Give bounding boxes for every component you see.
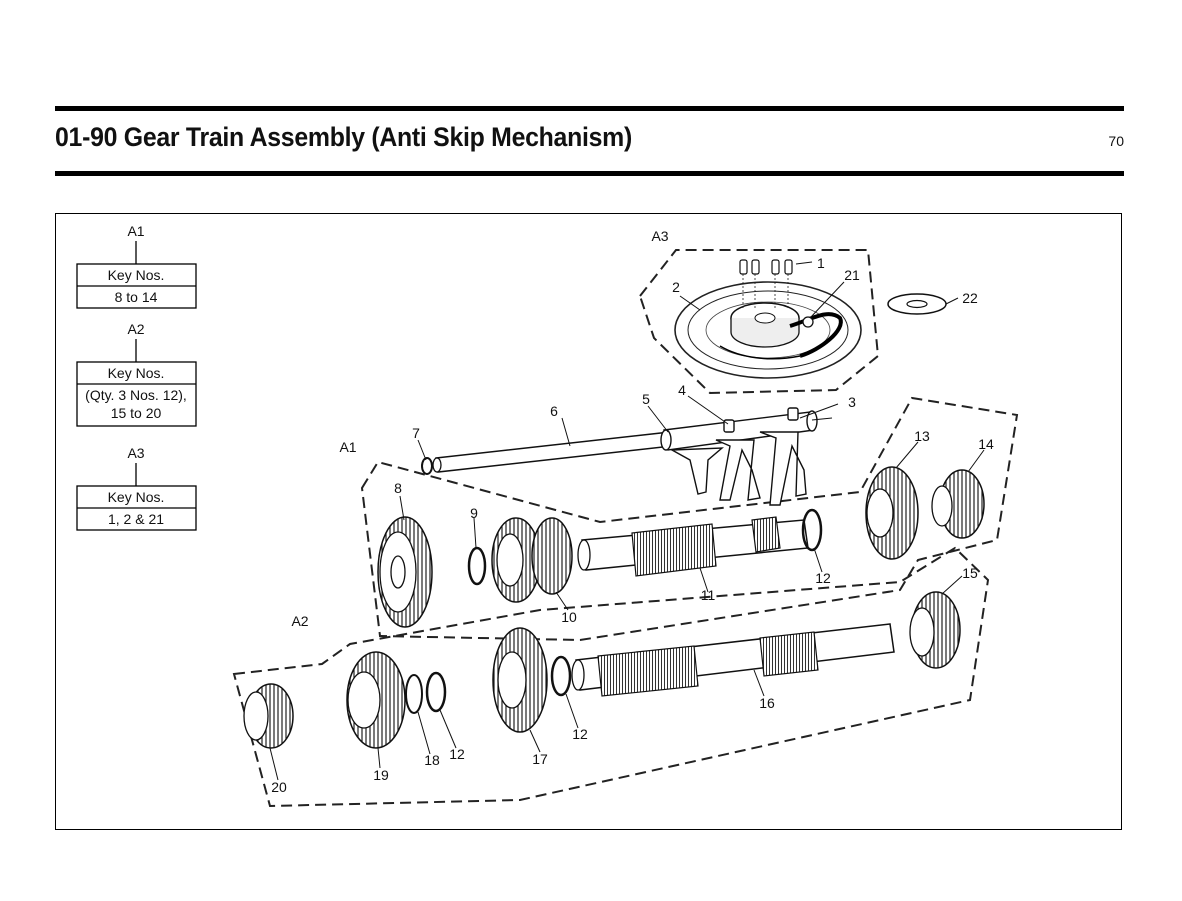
- circlip-7: [421, 457, 433, 475]
- circlip-12-upper: [801, 508, 823, 552]
- callout-5: 5: [642, 391, 650, 407]
- thrust-washer-22: [887, 293, 947, 315]
- callout-9: 9: [470, 505, 478, 521]
- input-shaft-11: [577, 516, 809, 577]
- legend-group-label: A2: [127, 321, 144, 337]
- header-bottom-rule: [55, 171, 1124, 176]
- callout-1: 1: [817, 255, 825, 271]
- callout-18: 18: [424, 752, 440, 768]
- legend-group-label: A1: [127, 223, 144, 239]
- gear-20: [243, 683, 294, 749]
- legend-line: (Qty. 3 Nos. 12),: [85, 387, 187, 403]
- header-top-rule: [55, 106, 1124, 111]
- callout-labels: 1 2 3 4 5 6 7 8 9 10 11 12 13 14 15 16 1…: [271, 255, 994, 795]
- gear-17: [492, 627, 548, 733]
- callout-2: 2: [672, 279, 680, 295]
- thrust-washer-9: [467, 546, 487, 586]
- pin-guide-lines: [742, 274, 789, 310]
- diagram-frame: [55, 213, 1122, 830]
- legend-a3: A3 Key Nos. 1, 2 & 21: [76, 445, 197, 531]
- gear-15: [909, 591, 961, 669]
- callout-19: 19: [373, 767, 389, 783]
- group-label-a2: A2: [291, 613, 308, 629]
- legend-heading: Key Nos.: [108, 489, 165, 505]
- leader-lines: [269, 261, 985, 781]
- legend-line: 15 to 20: [111, 405, 162, 421]
- output-shaft-16: [571, 623, 895, 697]
- legend-a2: A2 Key Nos. (Qty. 3 Nos. 12), 15 to 20: [76, 321, 197, 427]
- gear-10: [491, 517, 573, 603]
- gear-13: [865, 466, 919, 560]
- callout-16: 16: [759, 695, 775, 711]
- gear-14: [931, 469, 985, 539]
- callout-4: 4: [678, 382, 686, 398]
- callout-3: 3: [848, 394, 856, 410]
- callout-12-middle: 12: [572, 726, 588, 742]
- anti-skip-plate: [674, 281, 862, 379]
- callout-8: 8: [394, 480, 402, 496]
- legend-a1: A1 Key Nos. 8 to 14: [76, 223, 197, 309]
- page-number: 70: [1108, 133, 1124, 149]
- pins-set: [739, 259, 793, 275]
- callout-13: 13: [914, 428, 930, 444]
- callout-14: 14: [978, 436, 994, 452]
- selector-rod-6: [432, 431, 673, 473]
- circlip-12-middle: [550, 655, 572, 697]
- callout-7: 7: [412, 425, 420, 441]
- circlip-12-lower: [425, 671, 447, 713]
- legend-line: 8 to 14: [115, 289, 158, 305]
- legend-group-label: A3: [127, 445, 144, 461]
- group-label-a3: A3: [651, 228, 668, 244]
- group-a2-outline: [232, 546, 990, 808]
- shift-drum-assembly: [660, 407, 833, 506]
- callout-20: 20: [271, 779, 287, 795]
- legend-line: 1, 2 & 21: [108, 511, 164, 527]
- group-outlines: [232, 249, 1019, 808]
- legend-heading: Key Nos.: [108, 267, 165, 283]
- callout-21: 21: [844, 267, 860, 283]
- group-a1-outline: [360, 396, 1019, 642]
- group-a3-outline: [638, 249, 880, 395]
- bush-18: [405, 674, 423, 714]
- gear-8: [377, 516, 433, 628]
- callout-6: 6: [550, 403, 558, 419]
- page-title: 01-90 Gear Train Assembly (Anti Skip Mec…: [55, 122, 632, 152]
- callout-12-lower: 12: [449, 746, 465, 762]
- callout-15: 15: [962, 565, 978, 581]
- callout-12-upper: 12: [815, 570, 831, 586]
- callout-11: 11: [701, 587, 716, 603]
- gear-19: [346, 651, 406, 749]
- callout-22: 22: [962, 290, 978, 306]
- legend-heading: Key Nos.: [108, 365, 165, 381]
- callout-17: 17: [532, 751, 548, 767]
- callout-10: 10: [561, 609, 577, 625]
- group-label-a1: A1: [339, 439, 356, 455]
